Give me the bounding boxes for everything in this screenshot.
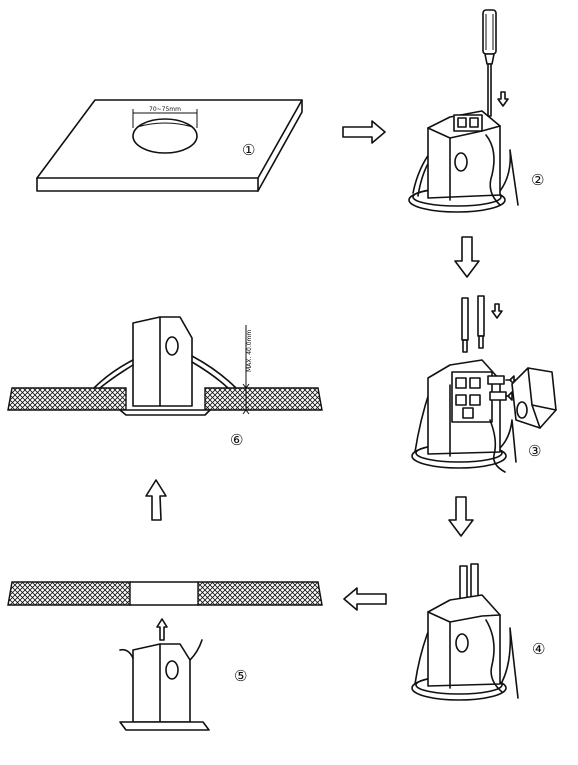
arrow-up-icon <box>145 479 167 521</box>
arrow-down-icon <box>448 496 474 537</box>
arrow-down-icon <box>454 236 480 278</box>
step-2-downlight <box>408 9 519 213</box>
step-2-number: ② <box>531 171 544 189</box>
arrow-left-icon <box>343 587 387 611</box>
depth-dimension-label: MAX. 40.0mm <box>246 330 253 372</box>
cutout-dimension: 70~75mm <box>132 106 198 128</box>
step-4-downlight <box>411 563 519 701</box>
down-arrow-icon <box>497 91 509 107</box>
step-6-installed: MAX. 40.0mm <box>7 316 323 416</box>
step-1-number: ① <box>242 141 255 159</box>
step-3-number: ③ <box>528 442 541 460</box>
step-5-ceiling <box>7 581 323 606</box>
step-5-number: ⑤ <box>234 667 247 685</box>
up-arrow-icon <box>156 618 168 641</box>
step-3-wiring <box>411 295 557 473</box>
step-5-downlight <box>119 618 210 731</box>
step-6-number: ⑥ <box>230 431 243 449</box>
arrow-right-icon <box>342 120 386 144</box>
down-arrow-icon <box>491 303 503 319</box>
step-4-number: ④ <box>532 640 545 658</box>
step-1-board <box>36 99 303 192</box>
cutout-dimension-label: 70~75mm <box>149 106 181 113</box>
